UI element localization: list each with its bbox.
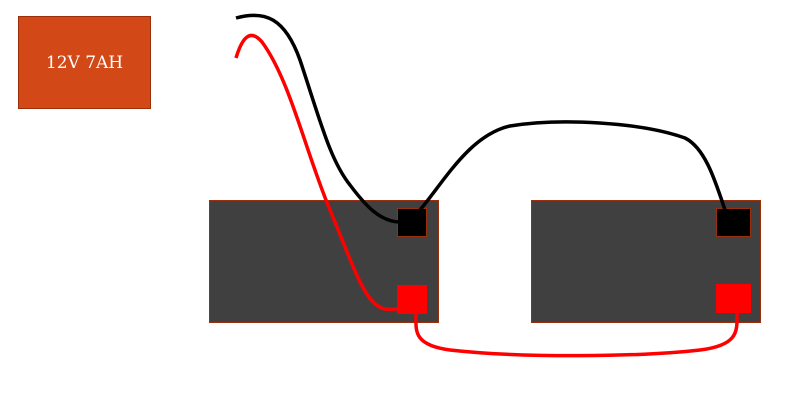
red-jumper-wire bbox=[414, 311, 739, 358]
battery-spec-label: 12V 7AH bbox=[18, 16, 151, 109]
battery-2-negative-terminal bbox=[716, 208, 751, 237]
battery-spec-text: 12V 7AH bbox=[45, 52, 124, 73]
black-jumper-wire bbox=[418, 120, 727, 212]
black-lead-in-wire bbox=[235, 13, 401, 224]
battery-2-positive-terminal bbox=[716, 284, 751, 313]
red-lead-in-wire bbox=[234, 33, 401, 312]
battery-1-negative-terminal bbox=[397, 208, 427, 237]
battery-1-positive-terminal bbox=[397, 285, 427, 314]
